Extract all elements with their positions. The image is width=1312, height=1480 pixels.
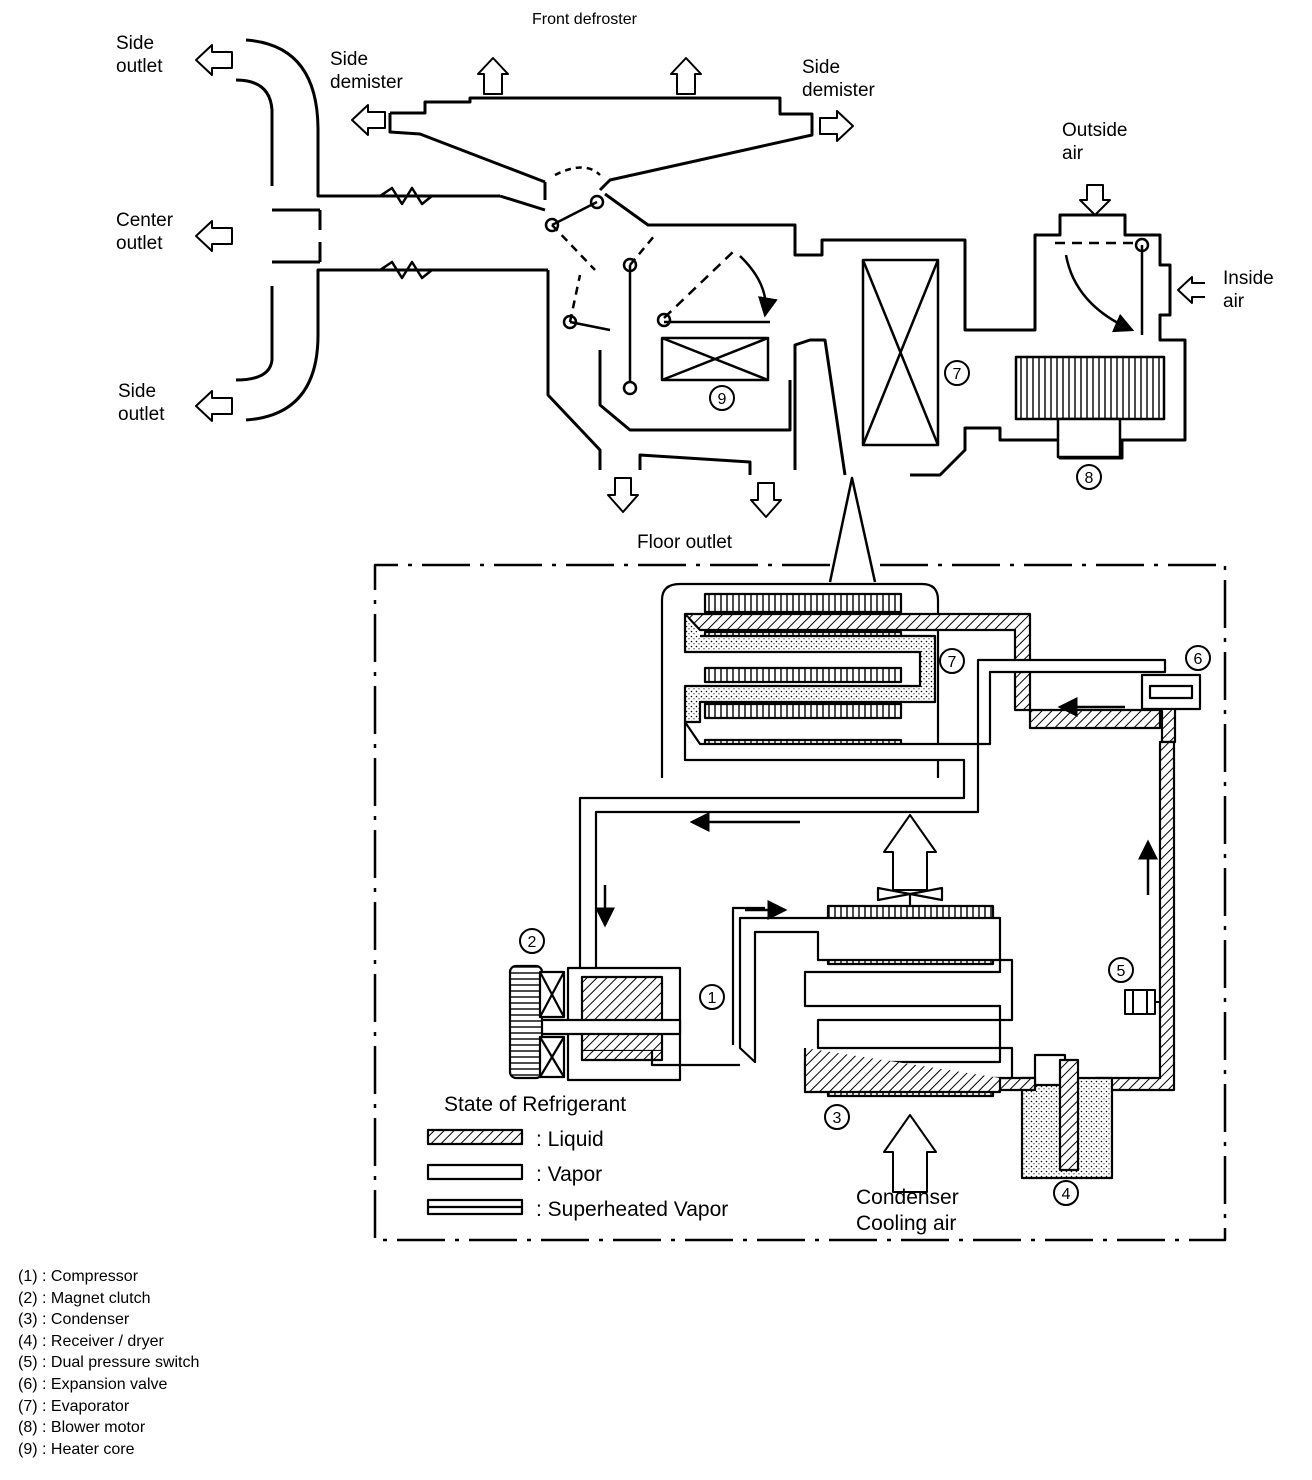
refrigerant-system-frame xyxy=(373,476,1227,1242)
parts-list-item: (3) : Condenser xyxy=(18,1311,130,1329)
parts-list-item: (2) : Magnet clutch xyxy=(18,1289,151,1307)
heater-core xyxy=(660,336,770,382)
blower xyxy=(1014,355,1166,459)
defroster-duct xyxy=(388,96,1187,477)
legend-samples xyxy=(426,1128,524,1216)
dual-pressure-switch xyxy=(1124,989,1160,1015)
refrigerant-legend-title: State of Refrigerant xyxy=(444,1093,627,1116)
dampers xyxy=(544,166,1150,396)
marker-evaporator-top: 7 xyxy=(953,366,962,383)
parts-list-item: (4) : Receiver / dryer xyxy=(18,1332,164,1350)
compressor xyxy=(538,966,740,1082)
marker-magnet-clutch: 2 xyxy=(528,934,537,951)
liquid-line xyxy=(1094,740,1176,1092)
receiver-dryer xyxy=(990,1053,1114,1180)
suction-line xyxy=(731,906,765,1045)
label-outside-air: Outside air xyxy=(1062,120,1128,164)
condenser xyxy=(738,886,1014,1098)
marker-compressor: 1 xyxy=(708,990,717,1007)
flow-arrows xyxy=(595,697,1158,928)
magnet-clutch xyxy=(508,964,566,1080)
marker-blower-motor: 8 xyxy=(1085,470,1094,487)
parts-list: (1) : Compressor (2) : Magnet clutch (3)… xyxy=(18,1266,199,1460)
label-floor-outlet: Floor outlet xyxy=(637,532,733,553)
parts-list-item: (1) : Compressor xyxy=(18,1268,139,1285)
vent-ducts xyxy=(235,38,500,422)
label-front-defroster: Front defroster xyxy=(532,11,637,28)
marker-dual-pressure-switch: 5 xyxy=(1117,963,1126,980)
legend-superheated-vapor: : Superheated Vapor xyxy=(536,1198,729,1221)
expansion-valve xyxy=(1140,673,1202,744)
parts-list-item: (8) : Blower motor xyxy=(18,1419,146,1437)
label-side-demister-left: Side demister xyxy=(330,49,403,93)
evaporator-box xyxy=(861,258,940,447)
parts-list-item: (5) : Dual pressure switch xyxy=(18,1354,200,1372)
marker-evaporator: 7 xyxy=(948,654,957,671)
number-circles xyxy=(519,360,1211,1206)
marker-heater-core: 9 xyxy=(718,391,727,408)
label-condenser-cooling-air: Condenser Cooling air xyxy=(856,1186,959,1235)
parts-list-item: (7) : Evaporator xyxy=(18,1397,130,1415)
evaporator-coil xyxy=(578,582,1167,980)
marker-condenser: 3 xyxy=(833,1110,842,1127)
legend-liquid: : Liquid xyxy=(536,1128,604,1151)
parts-list-item: (9) : Heater core xyxy=(18,1440,135,1458)
legend-vapor: : Vapor xyxy=(536,1163,603,1186)
label-side-demister-right: Side demister xyxy=(802,57,875,101)
parts-list-item: (6) : Expansion valve xyxy=(18,1375,168,1393)
air-arrows xyxy=(195,44,1205,1193)
label-center-outlet: Center outlet xyxy=(116,210,174,254)
label-side-outlet-bottom: Side outlet xyxy=(118,381,165,425)
label-inside-air: Inside air xyxy=(1223,268,1274,312)
marker-receiver-dryer: 4 xyxy=(1062,1186,1071,1203)
label-side-outlet-top: Side outlet xyxy=(116,33,163,77)
marker-expansion-valve: 6 xyxy=(1194,651,1203,668)
